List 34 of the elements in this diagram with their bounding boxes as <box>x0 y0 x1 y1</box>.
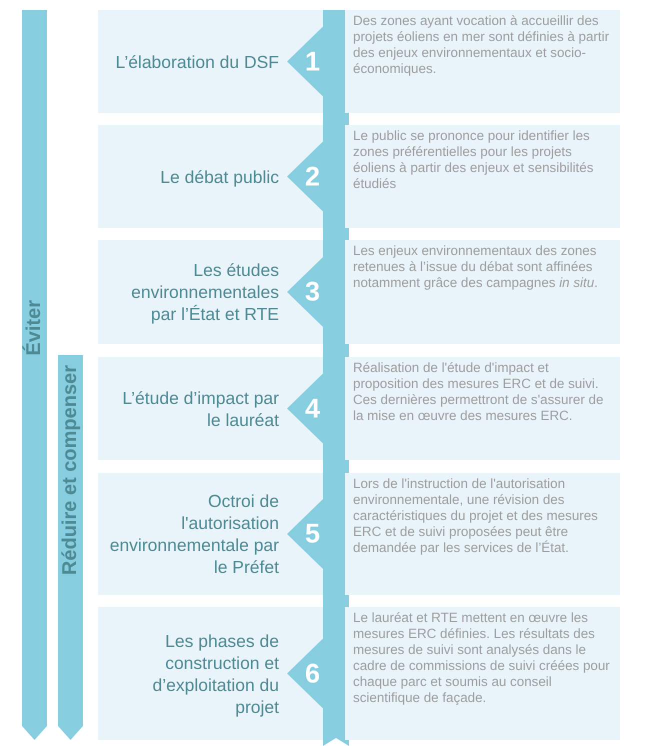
step-panel <box>98 10 287 113</box>
step-number: 2 <box>305 161 320 192</box>
step-title: Les études environnementales par l’État et RTE <box>130 259 279 325</box>
step-number: 4 <box>305 393 320 424</box>
step-number: 5 <box>305 518 320 550</box>
description-panel <box>345 607 620 740</box>
step-title: Les phases de construction et d’exploitation du projet <box>152 630 279 718</box>
step-description: Des zones ayant vocation à accueillir des projets éoliens en mer sont définies à partir des enjeux environnementaux et socio-économiques. <box>353 13 610 77</box>
description-panel <box>345 473 620 595</box>
step-panel <box>98 240 287 344</box>
phase-label: Éviter <box>23 300 46 356</box>
step-description: Lors de l'instruction de l'autorisation environnementale, une révision des caractéristiques du projet et des mesures ERC et de suivi proposées peut être demandée par les services de l’État. <box>353 476 599 556</box>
phase-bar <box>22 10 47 740</box>
step-number: 3 <box>305 276 320 308</box>
phase-label: Réduire et compenser <box>59 365 82 576</box>
step-panel <box>98 473 287 595</box>
step-description: Le lauréat et RTE mettent en œuvre les mesures ERC définies. Les résultats des mesures de suivi sont analysés dans le cadre de commissions de suivi créées pour chaque parc et soumis au conseil scientifique de façade. <box>353 610 611 706</box>
step-number: 6 <box>305 658 320 689</box>
step-panel <box>98 607 287 740</box>
description-panel <box>345 125 620 228</box>
step-title: L’étude d’impact par le lauréat <box>121 386 279 430</box>
phase-bar <box>58 355 83 740</box>
step-title: Le débat public <box>160 166 279 188</box>
description-panel <box>345 10 620 113</box>
step-panel <box>98 357 287 460</box>
step-panel <box>98 125 287 228</box>
step-description: Le public se prononce pour identifier les zones préférentielles pour les projets éoliens à partir des enjeux et sensibilités étudiés <box>353 128 594 192</box>
description-panel <box>345 240 620 344</box>
step-description: Les enjeux environnementaux des zones retenues à l’issue du débat sont affinées notamment grâce des campagnes in situ. <box>353 243 599 291</box>
step-number: 1 <box>305 46 320 77</box>
step-title: L’élaboration du DSF <box>116 50 279 72</box>
step-title: Octroi de l'autorisation environnementale par le Préfet <box>108 490 279 578</box>
description-panel <box>345 357 620 460</box>
step-description: Réalisation de l'étude d'impact et proposition des mesures ERC et de suivi. Ces dernières permettront de s'assurer de la mise en œuvre des mesures ERC. <box>353 360 604 424</box>
